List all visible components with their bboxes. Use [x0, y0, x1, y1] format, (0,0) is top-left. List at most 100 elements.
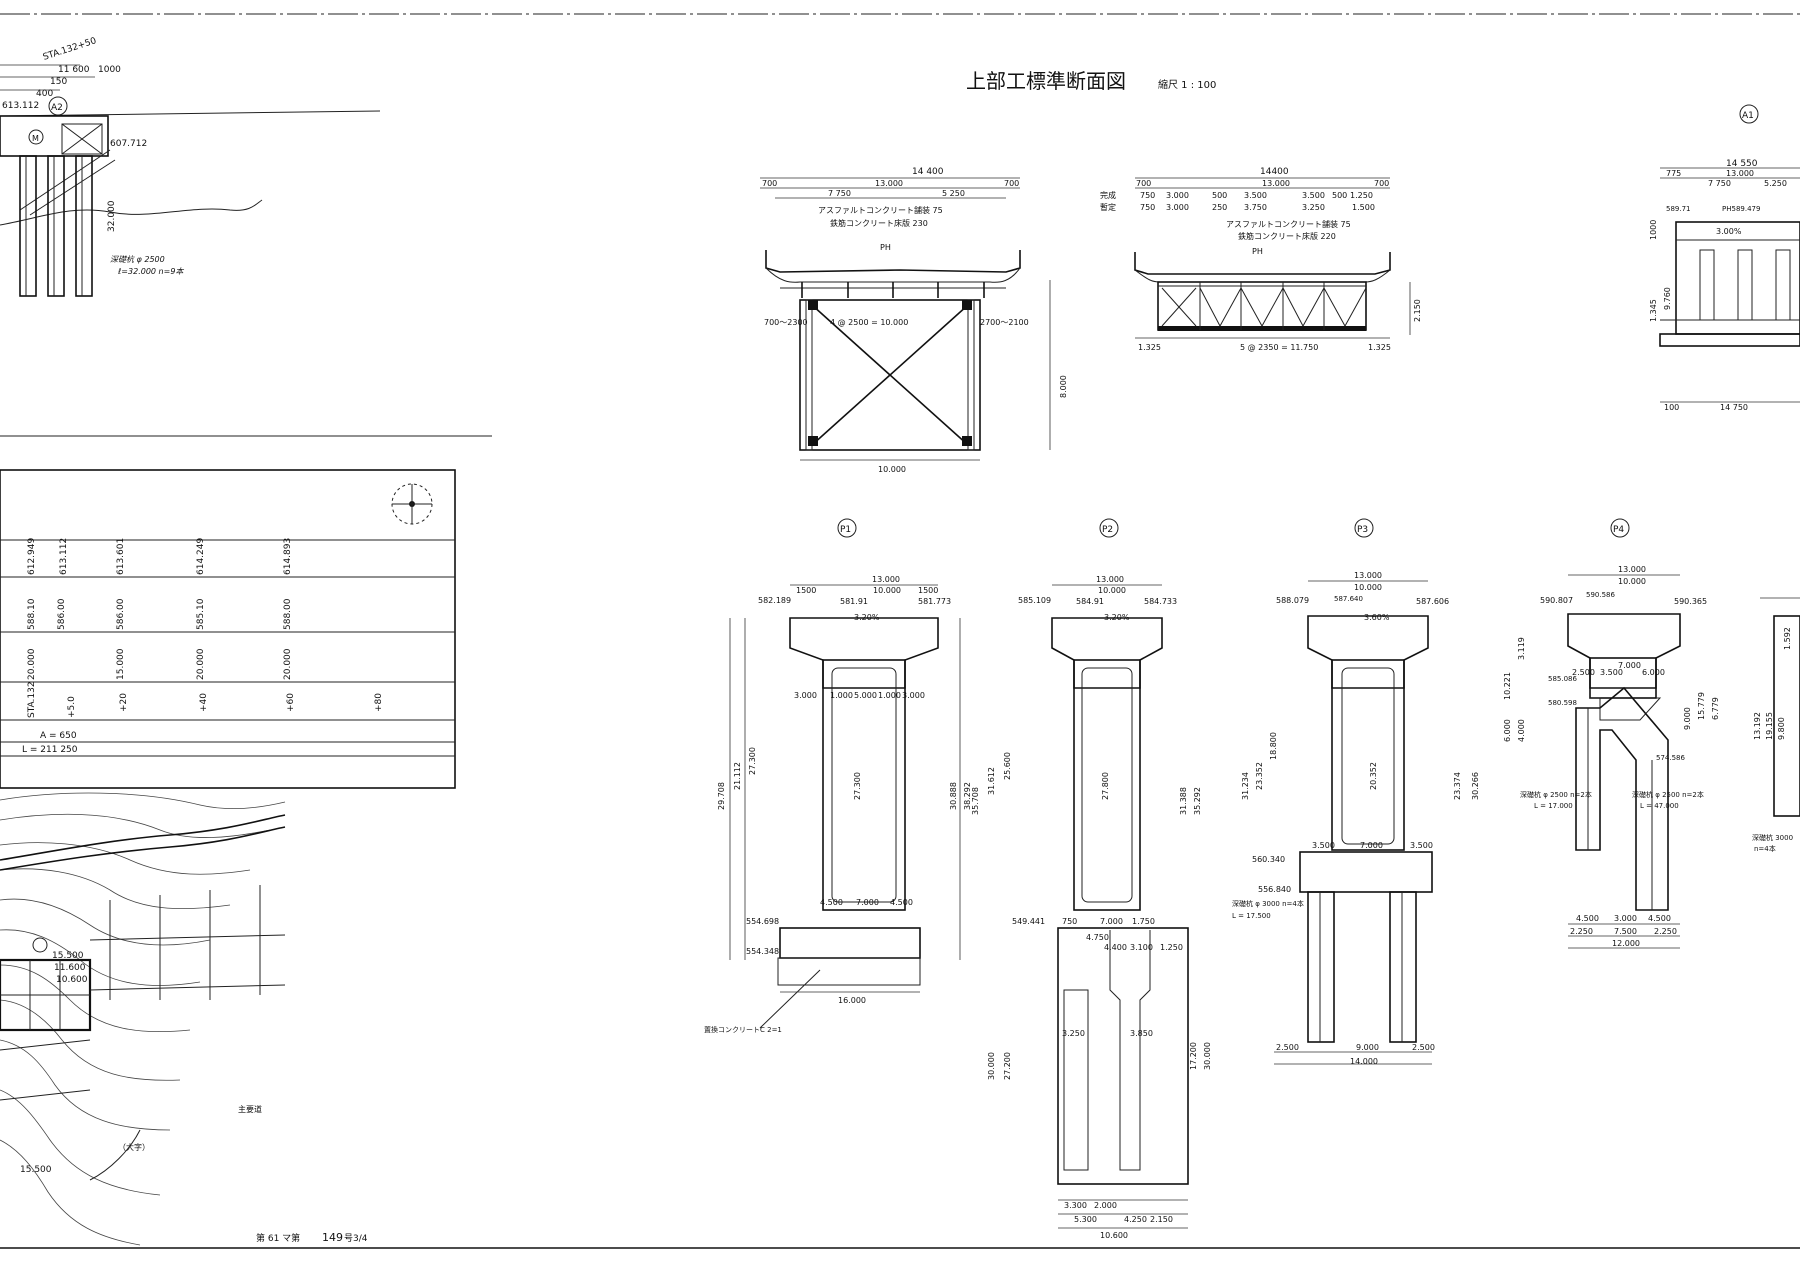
p2-bot-4: 5.300	[1074, 1215, 1097, 1224]
p4-mid-2: 7.000	[1618, 661, 1641, 670]
m-marker	[28, 129, 44, 145]
p4-right-2: 9.000	[1683, 707, 1692, 730]
a1-marker-label: A1	[1742, 111, 1754, 121]
a1-h-2: 1.345	[1649, 299, 1658, 322]
plan-dim-2: 11.600	[54, 963, 86, 973]
p3-inner: 10.000	[1354, 583, 1382, 592]
tr-row1-2: 500	[1212, 191, 1227, 200]
tr-row2-0: 750	[1140, 203, 1155, 212]
p4-inner: 10.000	[1618, 577, 1646, 586]
profile-elev-2: 613.112	[59, 538, 69, 575]
p1-note: 置換コンクリートC 2=1	[704, 1025, 782, 1034]
p5-dim-2: 9.800	[1777, 717, 1786, 740]
p4-foot-0: 4.500	[1576, 914, 1599, 923]
p2-inner: 10.000	[1098, 586, 1126, 595]
p4-foot-2: 4.500	[1648, 914, 1671, 923]
sg-slab: 鉄筋コンクリート床版 230	[830, 218, 928, 228]
p4-right-0: 15.779	[1697, 692, 1706, 720]
p3-elev-base-0: 560.340	[1252, 855, 1285, 864]
profile-a-value: A = 650	[40, 731, 77, 741]
p2-low-0: 3.250	[1062, 1029, 1085, 1038]
p1-rh-1: 38.292	[963, 782, 972, 810]
profile-ground-1: 588.10	[27, 598, 37, 630]
p5-pile: 深礎杭 3000	[1752, 833, 1793, 842]
tr-row2-3: 3.750	[1244, 203, 1267, 212]
p3-elev-base-1: 556.840	[1258, 885, 1291, 894]
p4-foot-1: 3.000	[1614, 914, 1637, 923]
a1-dim-3: 7 750	[1708, 179, 1731, 188]
plan-road: 主要道	[238, 1104, 262, 1114]
p3-marker	[1354, 518, 1374, 538]
m-label: M	[32, 134, 39, 143]
p1-rh-0: 30.888	[949, 782, 958, 810]
plan-a1-marker	[32, 937, 48, 953]
p5-dim-0: 13.192	[1753, 712, 1762, 740]
p2-low-3: 27.200	[1003, 1052, 1012, 1080]
profile-elev-5: 614.893	[283, 538, 293, 575]
p3-foot-2: 3.500	[1410, 841, 1433, 850]
p1-col-3: 1.000	[878, 691, 901, 700]
p4-pile-l: 深礎杭 φ 2500 n=2本	[1520, 790, 1592, 799]
pile-note-2: ℓ=32.000 n=9本	[117, 267, 184, 276]
profile-elev-1: 612.949	[27, 538, 37, 575]
profile-sta-60: +60	[286, 693, 296, 712]
sg-lane-1: 7 750	[828, 189, 851, 198]
p3-bottom: 14.000	[1350, 1057, 1378, 1066]
plan-bottom-dim: 15.500	[20, 1165, 52, 1175]
tr-paving: アスファルトコンクリート舗装 75	[1226, 219, 1351, 229]
p4-pile-r2: L = 47.000	[1640, 802, 1679, 810]
p4-top: 13.000	[1618, 565, 1646, 574]
p2-bot-5: 10.600	[1100, 1231, 1128, 1240]
profile-sta-80: +80	[374, 693, 384, 712]
tr-row2-5: 1.500	[1352, 203, 1375, 212]
sg-right-var: 2700～2100	[980, 318, 1029, 327]
p4-mid-3: 6.000	[1642, 668, 1665, 677]
sg-paving: アスファルトコンクリート舗装 75	[818, 205, 943, 215]
side-elevation: STA.132+50 11 600 1000 150 400 613.112 A…	[0, 36, 492, 437]
p2-h-2: 25.600	[1003, 752, 1012, 780]
sta-label: STA.132+50	[42, 36, 98, 63]
pier-p1: P1 13.000 10.000 1500 1500 582.189 581.7…	[704, 518, 972, 1034]
p2-low-4: 17.200	[1189, 1042, 1198, 1070]
profile-sta-plus: +5.0	[67, 696, 77, 718]
p4-marker	[1610, 518, 1630, 538]
p1-elev-l: 582.189	[758, 596, 791, 605]
p3-slope: 3.60%	[1364, 613, 1390, 622]
p2-inner-h: 27.800	[1101, 772, 1110, 800]
a1-slope: 3.00%	[1716, 227, 1742, 236]
plan-village: （大字）	[118, 1142, 150, 1152]
p2-cais-1: 4.400	[1104, 943, 1127, 952]
p1-foot-0: 4.500	[820, 898, 843, 907]
p4-mid-1: 3.500	[1600, 668, 1623, 677]
pile-length: 32.000	[107, 200, 117, 232]
p3-top: 13.000	[1354, 571, 1382, 580]
p2-foot-0: 750	[1062, 917, 1077, 926]
p3-foot-0: 3.500	[1312, 841, 1335, 850]
p2-rh-1: 35.292	[1193, 787, 1202, 815]
p1-h-0: 29.708	[717, 782, 726, 810]
p1-col-4: 3.000	[902, 691, 925, 700]
p3-h-1: 23.352	[1255, 762, 1264, 790]
p4-pile-l2: L = 17.000	[1534, 802, 1573, 810]
p2-base-elev: 549.441	[1012, 917, 1045, 926]
p2-elev-l: 585.109	[1018, 596, 1051, 605]
tr-total-width: 14400	[1260, 167, 1289, 177]
p2-cais-2: 3.100	[1130, 943, 1153, 952]
a1-h-1: 1000	[1649, 220, 1658, 240]
footer-label: 第 61 マ第	[256, 1232, 300, 1244]
profile-sta-label: STA.132	[27, 681, 37, 718]
sg-part-right: 700	[1004, 179, 1019, 188]
p1-h-1: 21.112	[733, 762, 742, 790]
tr-part-right: 700	[1374, 179, 1389, 188]
p1-base-elev-1: 554.348	[746, 947, 779, 956]
p3-inner-h: 20.352	[1369, 762, 1378, 790]
p1-col-0: 3.000	[794, 691, 817, 700]
sg-part-left: 700	[762, 179, 777, 188]
elev-a2-level: 613.112	[2, 101, 39, 111]
p2-cais-3: 1.250	[1160, 943, 1183, 952]
p2-low-5: 30.000	[1203, 1042, 1212, 1070]
pier-p2: P2 13.000 10.000 585.109 584.733 584.91 …	[971, 518, 1212, 1240]
p1-elev-r: 581.773	[918, 597, 951, 606]
